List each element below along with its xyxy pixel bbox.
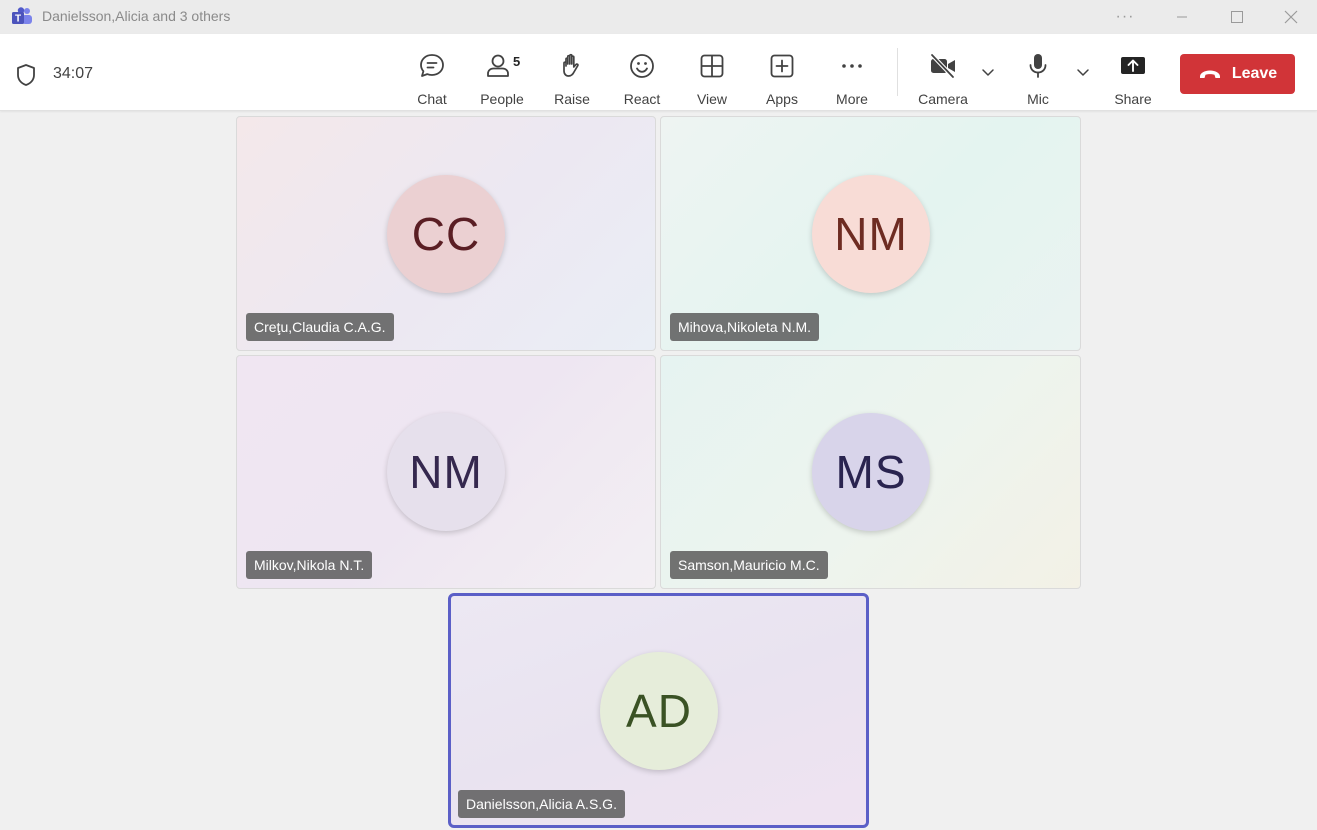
people-button[interactable]: 5 People [478,34,526,110]
avatar: MS [812,413,930,531]
apps-button[interactable]: Apps [762,34,802,110]
minimize-button[interactable] [1156,0,1208,34]
participant-name-tag: Samson,Mauricio M.C. [670,551,828,579]
view-label: View [696,91,728,107]
people-icon [487,54,509,77]
avatar: AD [600,652,718,770]
leave-label: Leave [1231,65,1278,82]
teams-logo-icon: T [12,7,32,25]
participant-name-tag: Creţu,Claudia C.A.G. [246,313,394,341]
chat-label: Chat [417,91,447,107]
participant-tile[interactable]: NM Mihova,Nikoleta N.M. [660,116,1081,351]
participant-name-tag: Milkov,Nikola N.T. [246,551,373,579]
more-label: More [836,91,868,107]
hang-up-phone-icon [1199,70,1220,78]
maximize-icon [1231,11,1243,23]
view-button[interactable]: View [692,34,732,110]
shield-icon [17,64,35,86]
leave-button[interactable]: Leave [1180,54,1295,94]
more-icon [842,64,862,68]
participant-name-tag: Mihova,Nikoleta N.M. [670,313,820,341]
raise-label: Raise [554,91,590,107]
mic-button[interactable]: Mic [1020,34,1056,110]
svg-text:T: T [15,14,21,25]
toolbar-divider [897,48,898,96]
window-more-button[interactable]: ··· [1099,0,1151,34]
camera-options-chevron-down-icon[interactable] [980,64,996,80]
participant-tile[interactable]: NM Milkov,Nikola N.T. [236,355,656,589]
avatar: NM [812,175,930,293]
chat-icon [420,54,444,77]
apps-label: Apps [766,91,798,107]
share-label: Share [1114,91,1152,107]
participant-tile-active[interactable]: AD Danielsson,Alicia A.S.G. [448,593,869,828]
chat-button[interactable]: Chat [411,34,453,110]
emoji-icon [630,54,654,78]
microphone-icon [1029,54,1047,78]
close-icon [1284,10,1298,24]
avatar: NM [387,413,505,531]
mic-options-chevron-down-icon[interactable] [1075,64,1091,80]
camera-label: Camera [918,91,968,107]
raise-hand-icon [563,53,579,77]
camera-off-icon [930,53,955,79]
participant-name-tag: Danielsson,Alicia A.S.G. [458,790,625,818]
react-button[interactable]: React [621,34,663,110]
ellipsis-icon: ··· [1115,8,1135,25]
window-title: Danielsson,Alicia and 3 others [42,8,231,24]
avatar: CC [387,175,505,293]
meeting-timer: 34:07 [53,65,94,82]
title-bar: T Danielsson,Alicia and 3 others ··· [0,0,1317,34]
participant-tile[interactable]: CC Creţu,Claudia C.A.G. [236,116,656,351]
close-button[interactable] [1265,0,1317,34]
camera-button[interactable]: Camera [918,34,968,110]
participant-tile[interactable]: MS Samson,Mauricio M.C. [660,355,1081,589]
more-button[interactable]: More [832,34,872,110]
people-label: People [480,91,524,107]
react-label: React [623,91,661,107]
mic-label: Mic [1027,91,1049,107]
add-app-icon [770,54,794,78]
people-count-badge: 5 [513,54,521,69]
raise-hand-button[interactable]: Raise [551,34,593,110]
minimize-icon [1177,16,1187,18]
share-screen-icon [1121,57,1145,74]
grid-view-icon [700,54,724,78]
meeting-toolbar: 34:07 Chat 5 People Raise [0,34,1317,111]
share-button[interactable]: Share [1113,34,1153,110]
maximize-button[interactable] [1211,0,1263,34]
